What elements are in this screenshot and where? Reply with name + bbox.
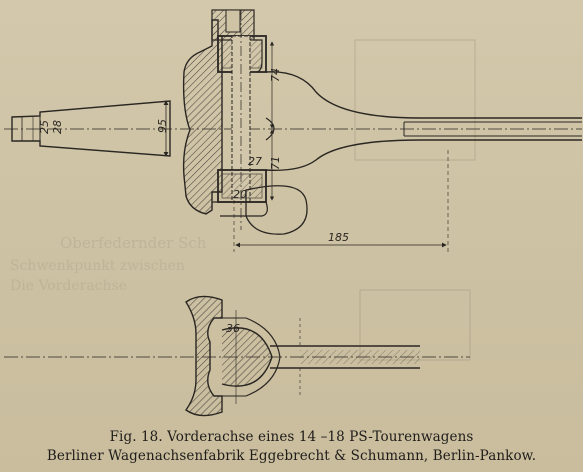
dim-36-label: 36 [226,322,240,335]
dim-71-label: 71 [269,156,282,170]
dim-74-label: 74 [269,68,282,82]
bottom-view-section: 36 [4,295,470,417]
figure-caption-line1: Fig. 18. Vorderachse eines 14 –18 PS-Tou… [109,429,474,445]
top-view-knuckle: 25 28 95 [4,9,582,235]
dim-95-label: 95 [156,119,169,133]
dim-185-label: 185 [328,231,349,244]
dim-28-label: 28 [51,120,64,134]
bleed-text-3: Die Vorderachse [10,278,127,294]
bleed-text-1: Oberfedernder Sch [60,234,207,252]
technical-drawing: Oberfedernder Sch Schwenkpunkt zwischen … [4,9,582,417]
dim-25-label: 25 [38,120,51,134]
dim-20-label: 20 [233,188,247,201]
bleed-text-2: Schwenkpunkt zwischen [10,258,185,274]
bleed-through-layer: Oberfedernder Sch Schwenkpunkt zwischen … [10,39,476,361]
dim-27-label: 27 [248,155,262,168]
figure-caption-line2: Berliner Wagenachsenfabrik Eggebrecht & … [46,448,537,464]
dimension-185: 185 [233,150,449,252]
